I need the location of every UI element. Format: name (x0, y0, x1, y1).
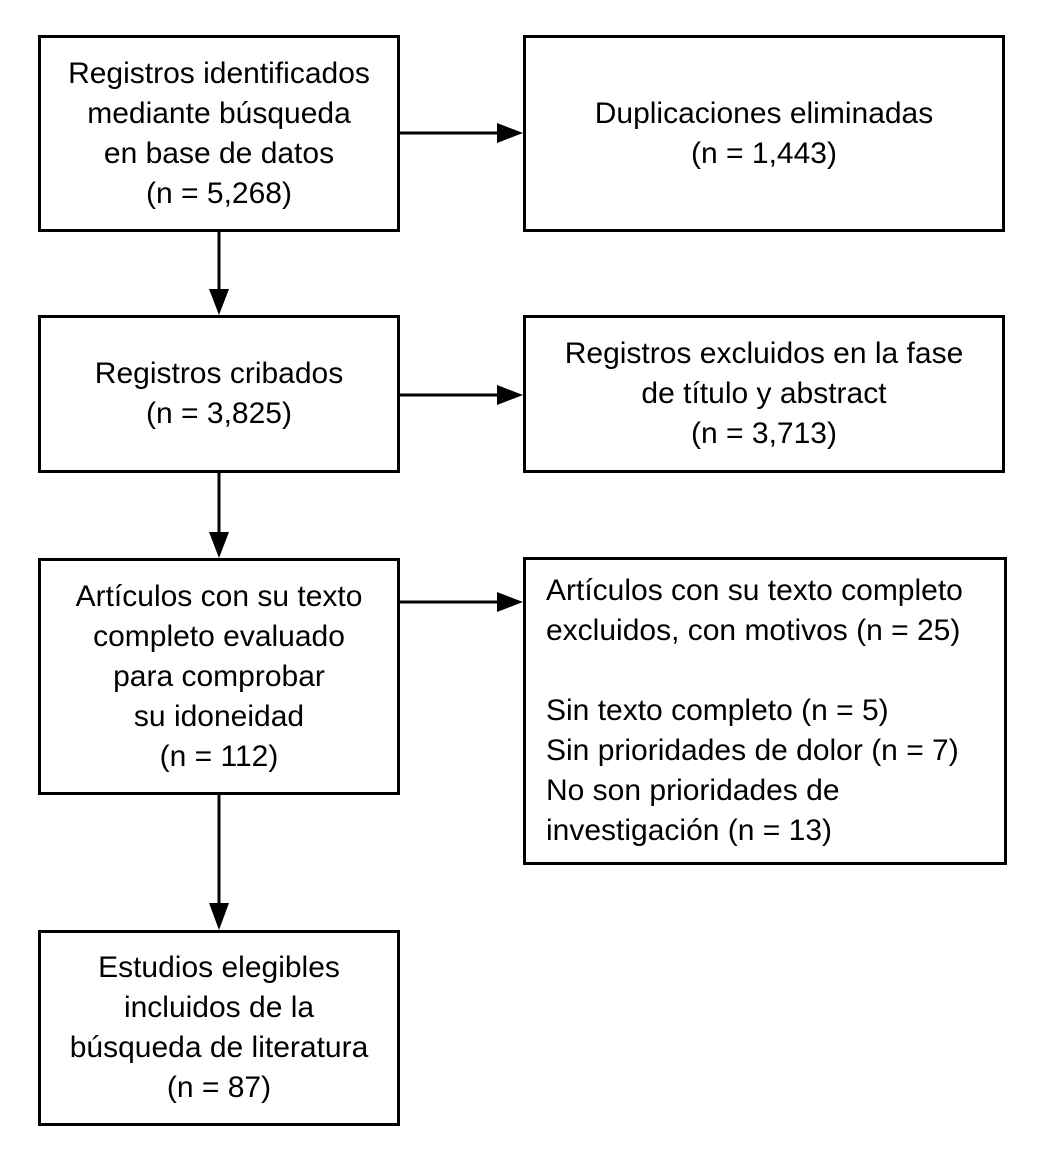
arrow-identified-to-screened (209, 232, 229, 315)
box-records-excluded-title-abstract-text: Registros excluidos en la fase de título… (564, 337, 964, 450)
box-fulltext-assessed-text: Artículos con su texto completo evaluado… (75, 579, 363, 773)
box-records-excluded-title-abstract: Registros excluidos en la fase de título… (523, 315, 1005, 473)
box-records-identified: Registros identificados mediante búsqued… (38, 35, 400, 232)
box-records-identified-text: Registros identificados mediante búsqued… (68, 56, 370, 210)
arrow-fulltext-to-included (209, 795, 229, 930)
box-fulltext-excluded-reasons-text: Artículos con su texto completo excluido… (546, 574, 963, 847)
box-fulltext-assessed: Artículos con su texto completo evaluado… (38, 558, 400, 795)
box-duplicates-removed: Duplicaciones eliminadas (n = 1,443) (523, 35, 1005, 232)
box-records-screened-text: Registros cribados (n = 3,825) (94, 357, 344, 430)
box-studies-included: Estudios elegibles incluidos de la búsqu… (38, 930, 400, 1126)
arrow-fulltext-to-excluded (400, 592, 523, 612)
box-studies-included-text: Estudios elegibles incluidos de la búsqu… (69, 951, 369, 1104)
arrow-screened-to-fulltext (209, 473, 229, 558)
box-fulltext-excluded-reasons: Artículos con su texto completo excluido… (523, 557, 1007, 865)
arrow-screened-to-excluded (400, 385, 523, 405)
box-duplicates-removed-text: Duplicaciones eliminadas (n = 1,443) (594, 96, 934, 170)
arrow-identified-to-duplicates (400, 123, 523, 143)
box-records-screened: Registros cribados (n = 3,825) (38, 315, 400, 473)
